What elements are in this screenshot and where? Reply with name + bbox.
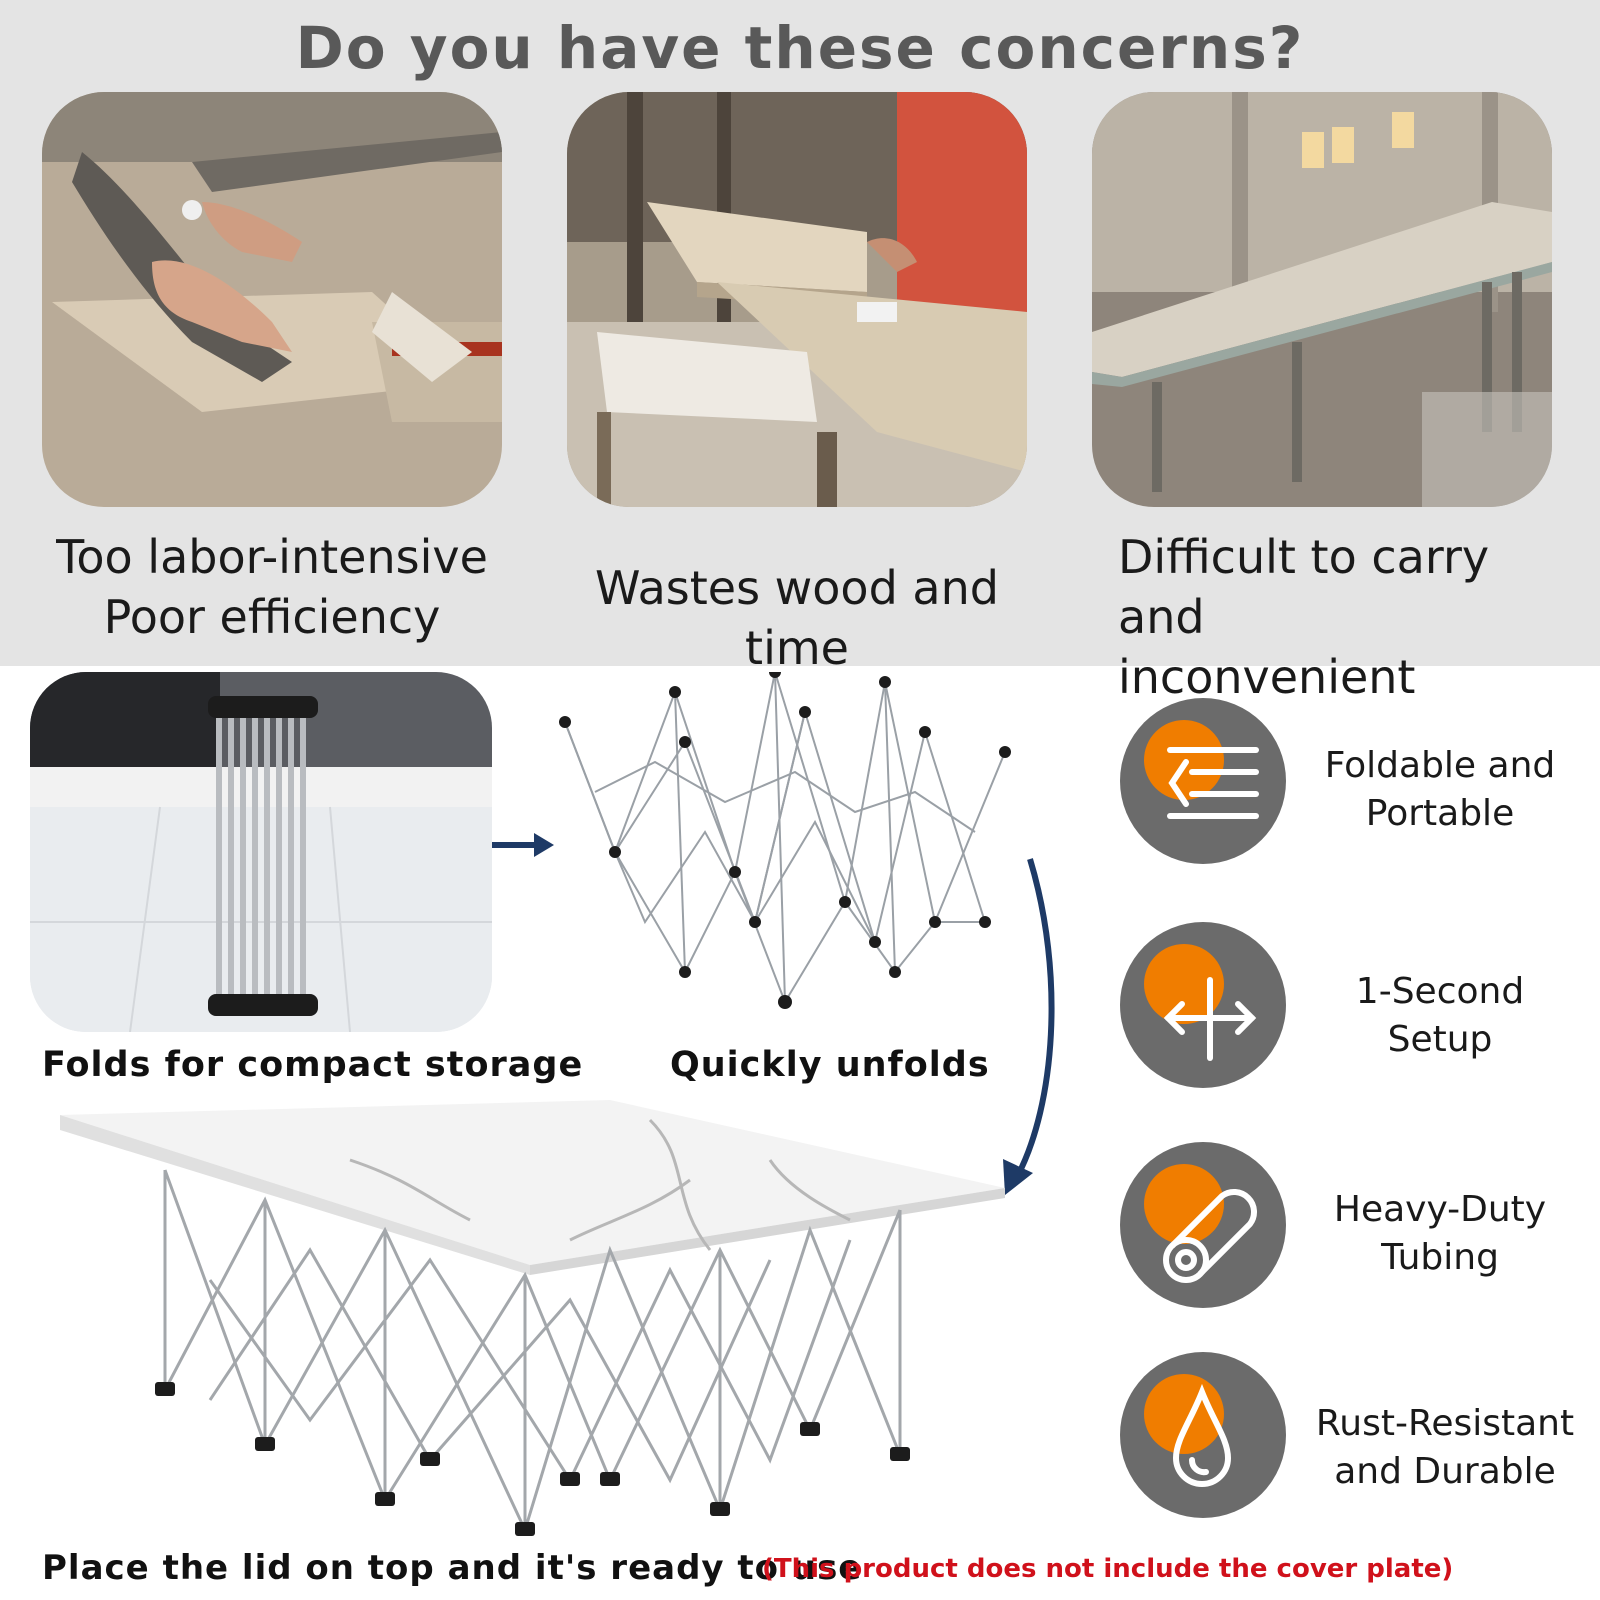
setup-feature-badge [1120,922,1286,1088]
cover-plate-note: (This product does not include the cover… [762,1554,1454,1584]
curved-arrow-icon [1003,858,1055,1195]
rust-line2: and Durable [1334,1451,1556,1492]
unfolded-stand-photo [555,672,1017,1032]
assembled-table-image [50,1100,1010,1540]
unfolded-caption: Quickly unfolds [670,1045,990,1085]
foldable-line2: Portable [1365,793,1515,834]
page-title: Do you have these concerns? [295,14,1305,82]
labor-intensive-photo [42,92,502,507]
foldable-feature-badge [1120,698,1286,864]
concern-carry-line1: Difficult to carry and [1118,530,1490,644]
setup-feature-label: 1-Second Setup [1300,968,1580,1064]
concern-labor-caption: Too labor-intensive Poor efficiency [42,527,502,647]
right-arrow-icon [492,833,554,857]
foldable-feature-label: Foldable and Portable [1300,742,1580,838]
tube-roll-icon [1163,1189,1257,1283]
setup-line1: 1-Second Setup [1355,971,1525,1060]
tubing-feature-badge [1120,1142,1286,1308]
expand-arrows-icon [1163,977,1257,1061]
concern-waste-caption: Wastes wood and time [567,558,1027,678]
hard-to-carry-photo [1092,92,1552,507]
tubing-line1: Heavy-Duty [1333,1189,1547,1230]
wastes-wood-photo [567,92,1027,507]
tubing-feature-label: Heavy-Duty Tubing [1300,1186,1580,1282]
fold-lines-icon [1167,747,1259,819]
folded-stand-photo [30,672,492,1032]
rust-line1: Rust-Resistant [1315,1403,1575,1444]
ready-caption: Place the lid on top and it's ready to u… [42,1548,863,1588]
rust-feature-label: Rust-Resistant and Durable [1300,1400,1590,1496]
water-drop-icon [1172,1383,1232,1487]
folded-caption: Folds for compact storage [42,1045,584,1085]
concern-labor-line2: Poor efficiency [103,590,441,644]
concern-labor-line1: Too labor-intensive [56,530,488,584]
rust-feature-badge [1120,1352,1286,1518]
tubing-line2: Tubing [1381,1237,1499,1278]
concern-waste-line1: Wastes wood and time [595,561,999,675]
concern-carry-line2: inconvenient [1118,650,1416,704]
concern-carry-caption: Difficult to carry and inconvenient [1118,527,1588,707]
foldable-line1: Foldable and [1324,745,1556,786]
